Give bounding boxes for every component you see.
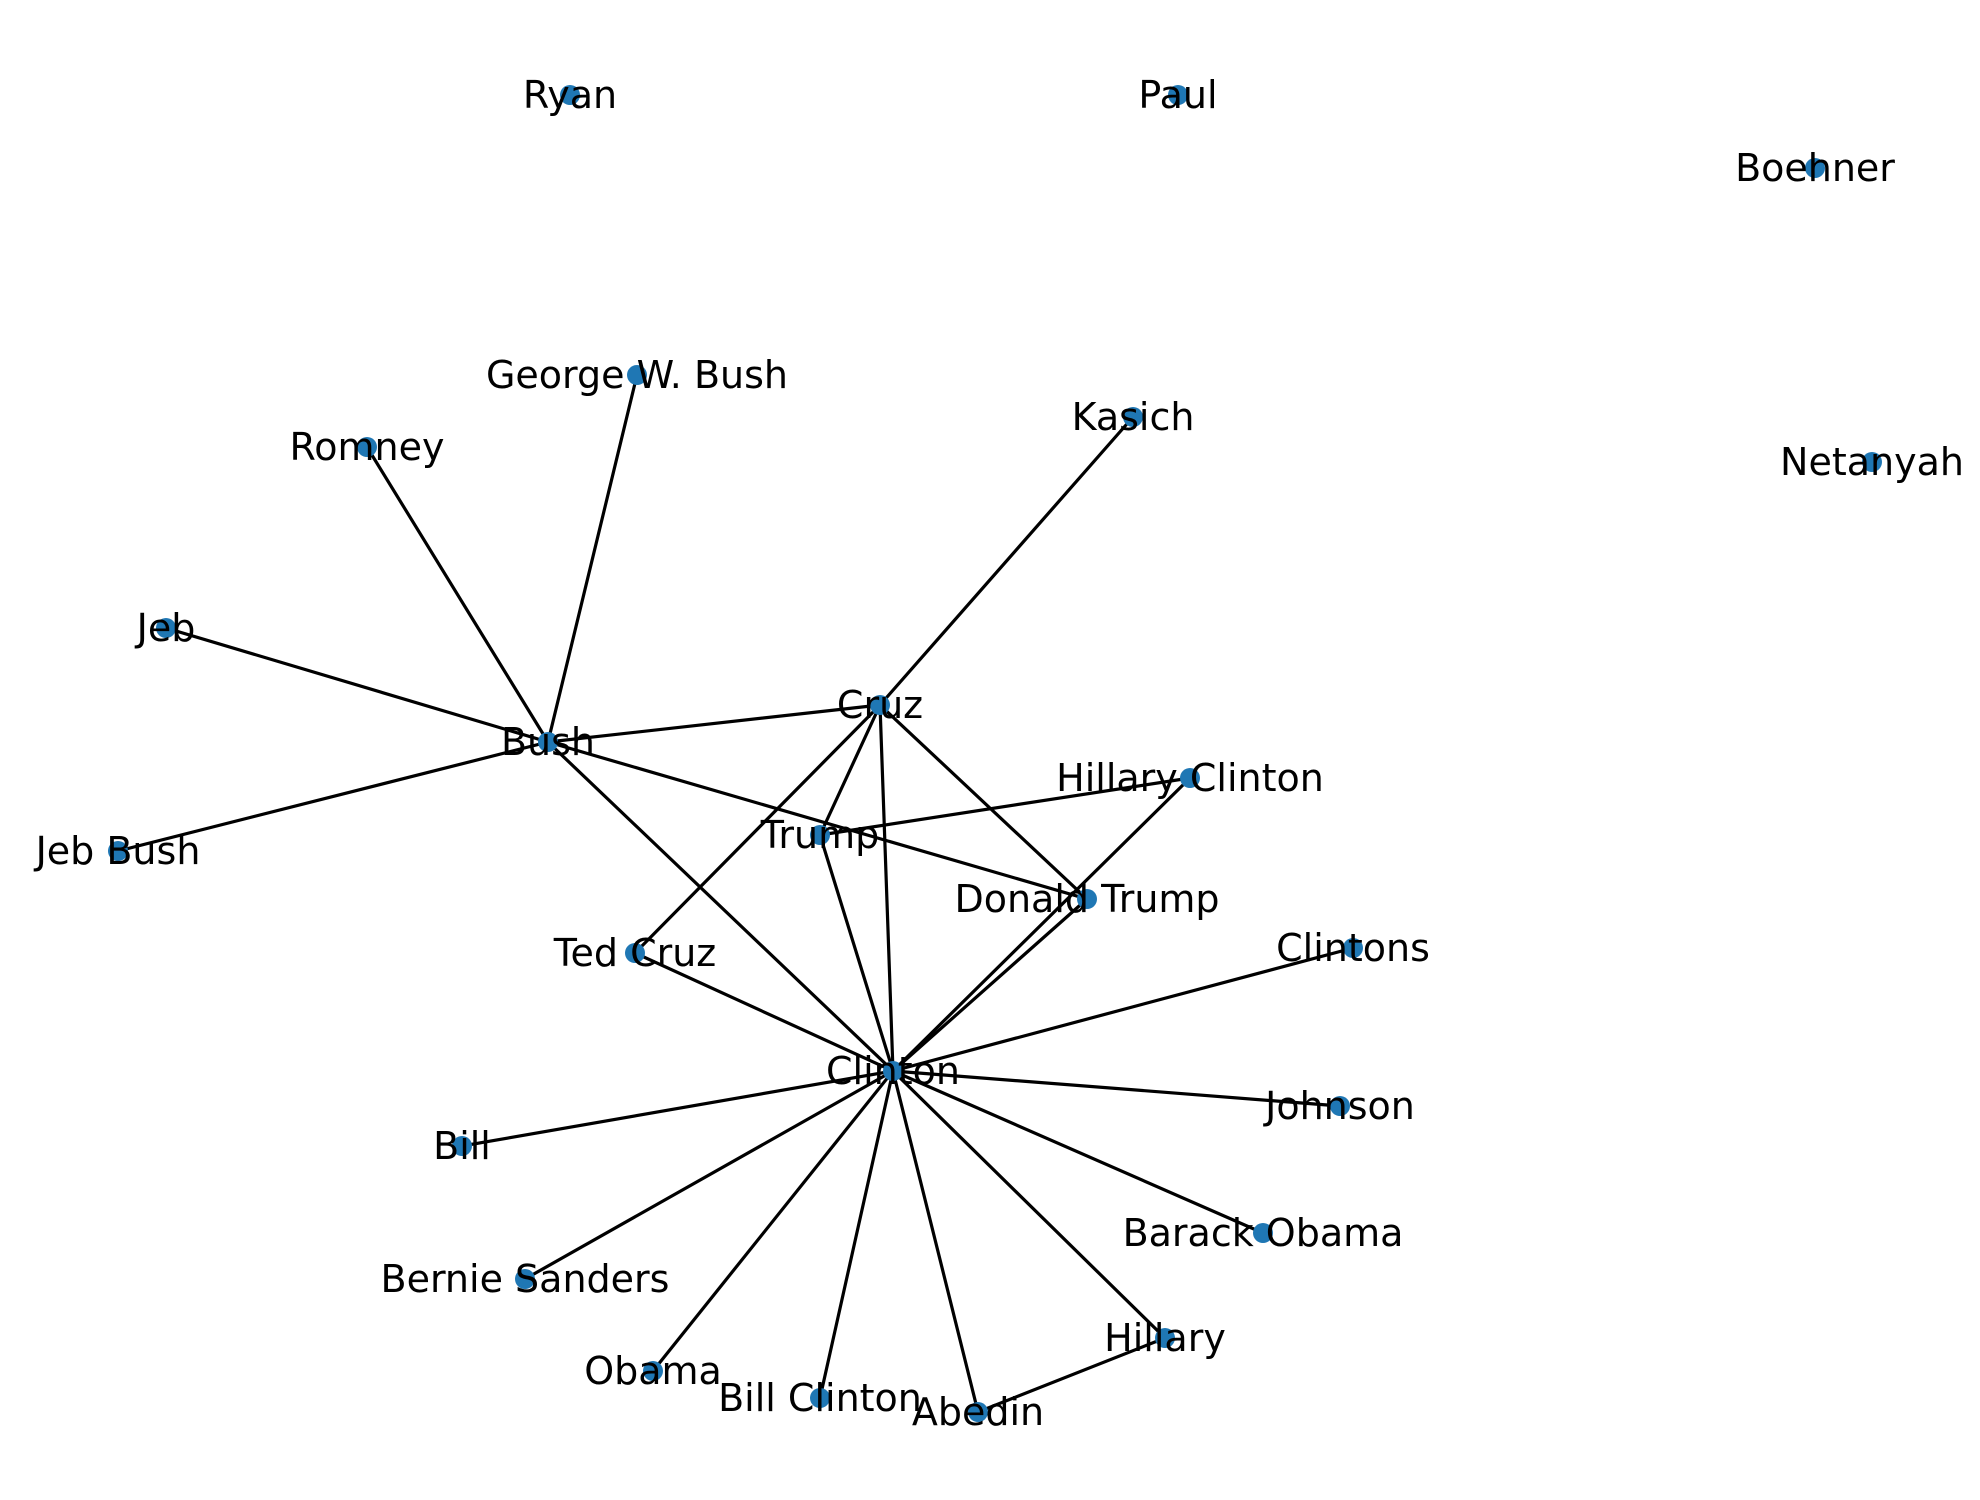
edge-clinton-hillary xyxy=(891,1069,1167,1340)
edge-cruz-ted_cruz xyxy=(633,703,882,955)
edge-bush-jeb xyxy=(164,626,550,744)
edge-clinton-barack_obama xyxy=(891,1069,1265,1235)
node-label-trump: Trump xyxy=(760,813,879,857)
node-label-abedin: Abedin xyxy=(912,1390,1044,1434)
node-trump xyxy=(810,825,830,845)
node-boehner xyxy=(1805,158,1825,178)
edge-trump-hillary_clinton xyxy=(818,776,1192,837)
edge-clinton-bill xyxy=(460,1069,895,1148)
edge-clinton-ted_cruz xyxy=(633,951,895,1073)
node-jeb_bush xyxy=(108,841,128,861)
node-label-bill: Bill xyxy=(433,1124,491,1168)
node-obama xyxy=(643,1361,663,1381)
node-label-bush: Bush xyxy=(501,720,595,764)
edge-clinton-bill_clinton xyxy=(818,1069,895,1400)
node-label-bill_clinton: Bill Clinton xyxy=(718,1376,922,1420)
node-paul xyxy=(1168,85,1188,105)
node-label-ted_cruz: Ted Cruz xyxy=(553,931,717,975)
node-label-boehner: Boehner xyxy=(1735,146,1895,190)
node-ryan xyxy=(560,85,580,105)
node-label-clinton: Clinton xyxy=(826,1049,960,1093)
node-label-donald_trump: Donald Trump xyxy=(954,877,1219,921)
edge-bush-george_w_bush xyxy=(546,373,639,744)
edge-bush-clinton xyxy=(546,740,895,1073)
node-label-paul: Paul xyxy=(1138,73,1217,117)
edge-bush-romney xyxy=(365,445,550,744)
node-bill xyxy=(452,1136,472,1156)
node-hillary xyxy=(1155,1328,1175,1348)
nodes-layer xyxy=(108,85,1882,1422)
edge-clinton-obama xyxy=(651,1069,895,1373)
edges-layer xyxy=(116,373,1355,1414)
node-jeb xyxy=(156,618,176,638)
edge-clinton-johnson xyxy=(891,1069,1342,1108)
node-label-george_w_bush: George W. Bush xyxy=(486,353,788,397)
node-george_w_bush xyxy=(627,365,647,385)
node-label-ryan: Ryan xyxy=(523,73,617,117)
node-bill_clinton xyxy=(810,1388,830,1408)
node-clinton xyxy=(883,1061,903,1081)
node-label-jeb: Jeb xyxy=(135,606,196,650)
node-label-hillary_clinton: Hillary Clinton xyxy=(1056,756,1324,800)
edge-bush-cruz xyxy=(546,703,882,744)
edge-cruz-trump xyxy=(818,703,882,837)
node-donald_trump xyxy=(1077,889,1097,909)
edge-abedin-hillary xyxy=(976,1336,1167,1414)
node-barack_obama xyxy=(1253,1223,1273,1243)
node-abedin xyxy=(968,1402,988,1422)
node-label-johnson: Johnson xyxy=(1263,1084,1415,1128)
node-label-netanyah: Netanyah xyxy=(1780,440,1964,484)
edge-clinton-clintons xyxy=(891,946,1355,1073)
node-label-hillary: Hillary xyxy=(1104,1316,1226,1360)
node-clintons xyxy=(1343,938,1363,958)
edge-clinton-donald_trump xyxy=(891,897,1089,1073)
edge-cruz-clinton xyxy=(878,703,895,1073)
node-label-clintons: Clintons xyxy=(1276,926,1430,970)
edge-bush-donald_trump xyxy=(546,740,1089,901)
edge-trump-clinton xyxy=(818,833,895,1073)
edge-clinton-bernie_sanders xyxy=(523,1069,895,1281)
node-kasich xyxy=(1123,407,1143,427)
edge-clinton-abedin xyxy=(891,1069,980,1414)
node-romney xyxy=(357,437,377,457)
node-bernie_sanders xyxy=(515,1269,535,1289)
node-label-kasich: Kasich xyxy=(1072,395,1195,439)
node-label-bernie_sanders: Bernie Sanders xyxy=(381,1257,670,1301)
node-label-jeb_bush: Jeb Bush xyxy=(34,829,201,873)
node-label-barack_obama: Barack Obama xyxy=(1123,1211,1404,1255)
node-label-romney: Romney xyxy=(290,425,445,469)
edge-bush-jeb_bush xyxy=(116,740,550,853)
node-netanyah xyxy=(1862,452,1882,472)
node-johnson xyxy=(1330,1096,1350,1116)
node-bush xyxy=(538,732,558,752)
node-ted_cruz xyxy=(625,943,645,963)
edge-clinton-hillary_clinton xyxy=(891,776,1192,1073)
node-cruz xyxy=(870,695,890,715)
node-hillary_clinton xyxy=(1180,768,1200,788)
node-label-cruz: Cruz xyxy=(837,683,923,727)
node-label-obama: Obama xyxy=(584,1349,722,1393)
edge-cruz-donald_trump xyxy=(878,703,1089,901)
edge-cruz-kasich xyxy=(878,415,1135,707)
